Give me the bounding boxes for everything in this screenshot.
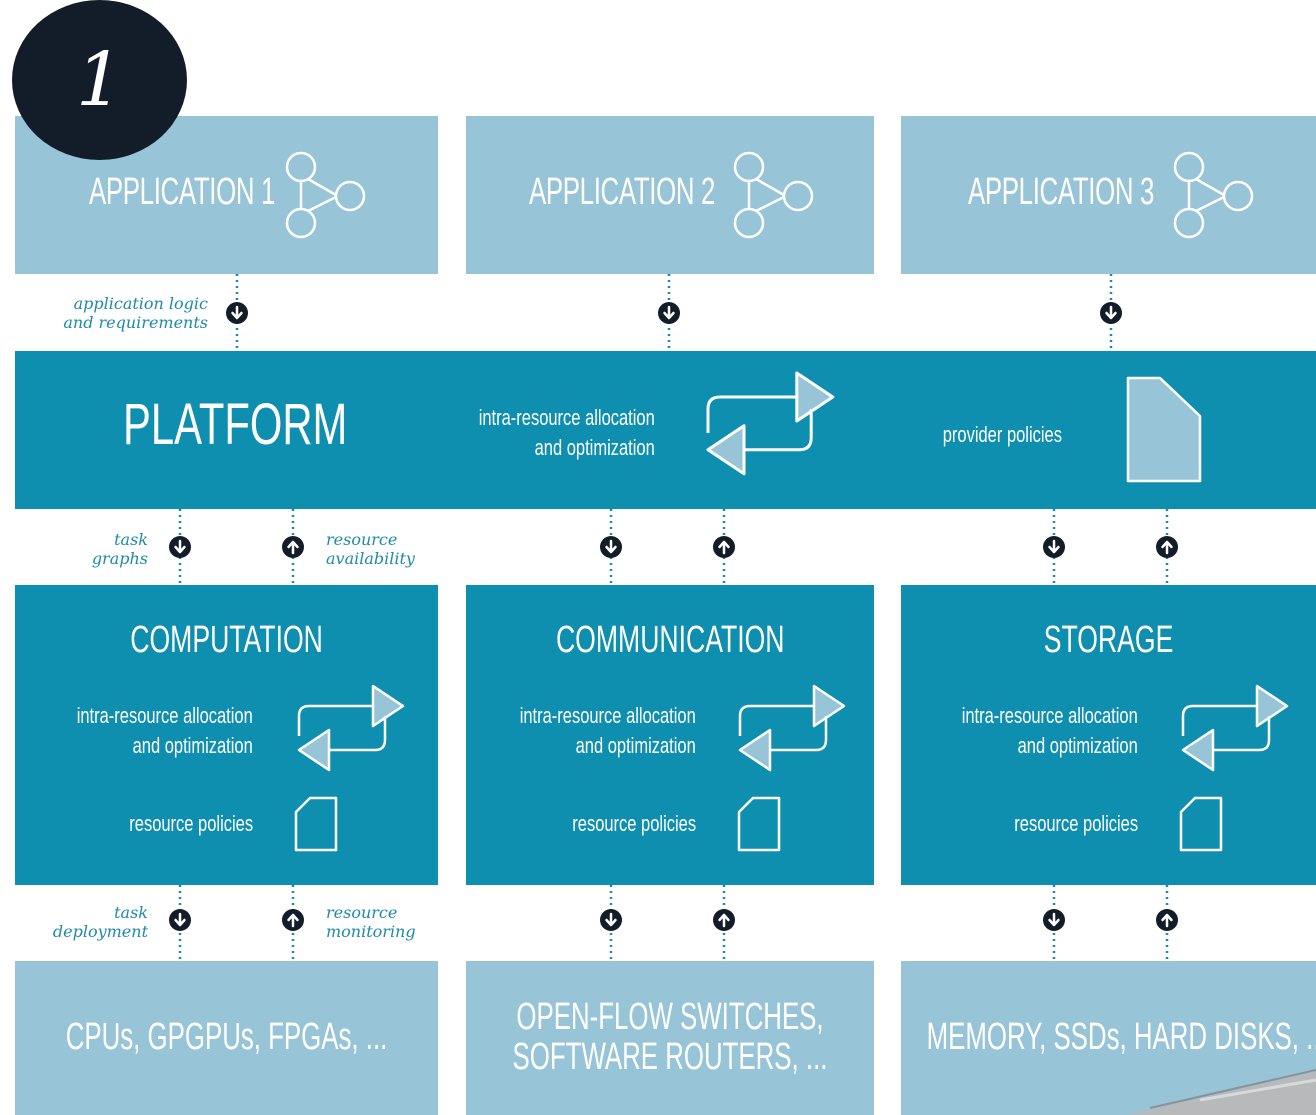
app2-down-arrow-icon [656,300,682,326]
communication-policies-document-icon [737,796,781,852]
computation-hardware-label: CPUs, GPGPUs, FPGAs, ... [65,1016,388,1058]
storage-box: STORAGE intra-resource allocation and op… [901,585,1316,885]
platform-title: PLATFORM [123,392,348,457]
storage-allocation-label: intra-resource allocation and optimizati… [961,703,1138,758]
task-deployment-label: task deployment [52,903,148,941]
communication-monitor-up-arrow-icon [711,907,737,933]
computation-down-arrow-icon [167,534,193,560]
computation-monitor-up-arrow-icon [280,907,306,933]
application-3-box: APPLICATION 3 [901,116,1316,274]
app3-graph-icon [1173,151,1254,239]
computation-title: COMPUTATION [130,619,323,661]
platform-policies-label: provider policies [942,422,1062,447]
communication-title: COMMUNICATION [555,619,785,661]
computation-policies-label: resource policies [129,811,253,836]
computation-allocation-label: intra-resource allocation and optimizati… [76,703,253,758]
app3-down-arrow-icon [1098,300,1124,326]
hard-disk-image [1128,1069,1316,1115]
communication-policies-label: resource policies [572,811,696,836]
computation-hardware-box: CPUs, GPGPUs, FPGAs, ... [15,961,438,1115]
resource-availability-label: resource availability [326,530,415,568]
step-number-badge: 1 [12,0,187,160]
computation-box: COMPUTATION intra-resource allocation an… [15,585,438,885]
app2-graph-icon [733,151,814,239]
application-2-title: APPLICATION 2 [529,171,716,213]
storage-hardware-label: MEMORY, SSDs, HARD DISKS, ... [926,1016,1316,1058]
app1-down-arrow-icon [224,300,250,326]
platform-allocation-label: intra-resource allocation and optimizati… [478,405,655,460]
storage-down-arrow-icon [1041,534,1067,560]
computation-deploy-down-arrow-icon [167,907,193,933]
communication-swap-arrows-icon [738,684,846,772]
computation-up-arrow-icon [280,534,306,560]
communication-up-arrow-icon [711,534,737,560]
app-logic-label: application logic and requirements [63,294,208,332]
application-2-box: APPLICATION 2 [466,116,874,274]
application-1-title: APPLICATION 1 [89,171,276,213]
storage-up-arrow-icon [1154,534,1180,560]
computation-swap-arrows-icon [297,684,405,772]
communication-deploy-down-arrow-icon [598,907,624,933]
storage-hardware-box: MEMORY, SSDs, HARD DISKS, ... [901,961,1316,1115]
task-graphs-label: task graphs [91,530,148,568]
communication-box: COMMUNICATION intra-resource allocation … [466,585,874,885]
platform-swap-arrows-icon [706,371,835,476]
resource-monitoring-label: resource monitoring [326,903,416,941]
computation-policies-document-icon [294,796,338,852]
storage-monitor-up-arrow-icon [1154,907,1180,933]
communication-hardware-label: OPEN-FLOW SWITCHES, SOFTWARE ROUTERS, ..… [512,996,828,1078]
storage-policies-label: resource policies [1014,811,1138,836]
storage-deploy-down-arrow-icon [1041,907,1067,933]
storage-title: STORAGE [1043,619,1174,661]
platform-box: PLATFORM intra-resource allocation and o… [15,351,1316,509]
communication-allocation-label: intra-resource allocation and optimizati… [519,703,696,758]
provider-policies-document-icon [1126,376,1202,483]
app1-graph-icon [285,151,366,239]
storage-policies-document-icon [1179,796,1223,852]
communication-down-arrow-icon [598,534,624,560]
storage-swap-arrows-icon [1181,684,1289,772]
application-3-title: APPLICATION 3 [968,171,1155,213]
communication-hardware-box: OPEN-FLOW SWITCHES, SOFTWARE ROUTERS, ..… [466,961,874,1115]
